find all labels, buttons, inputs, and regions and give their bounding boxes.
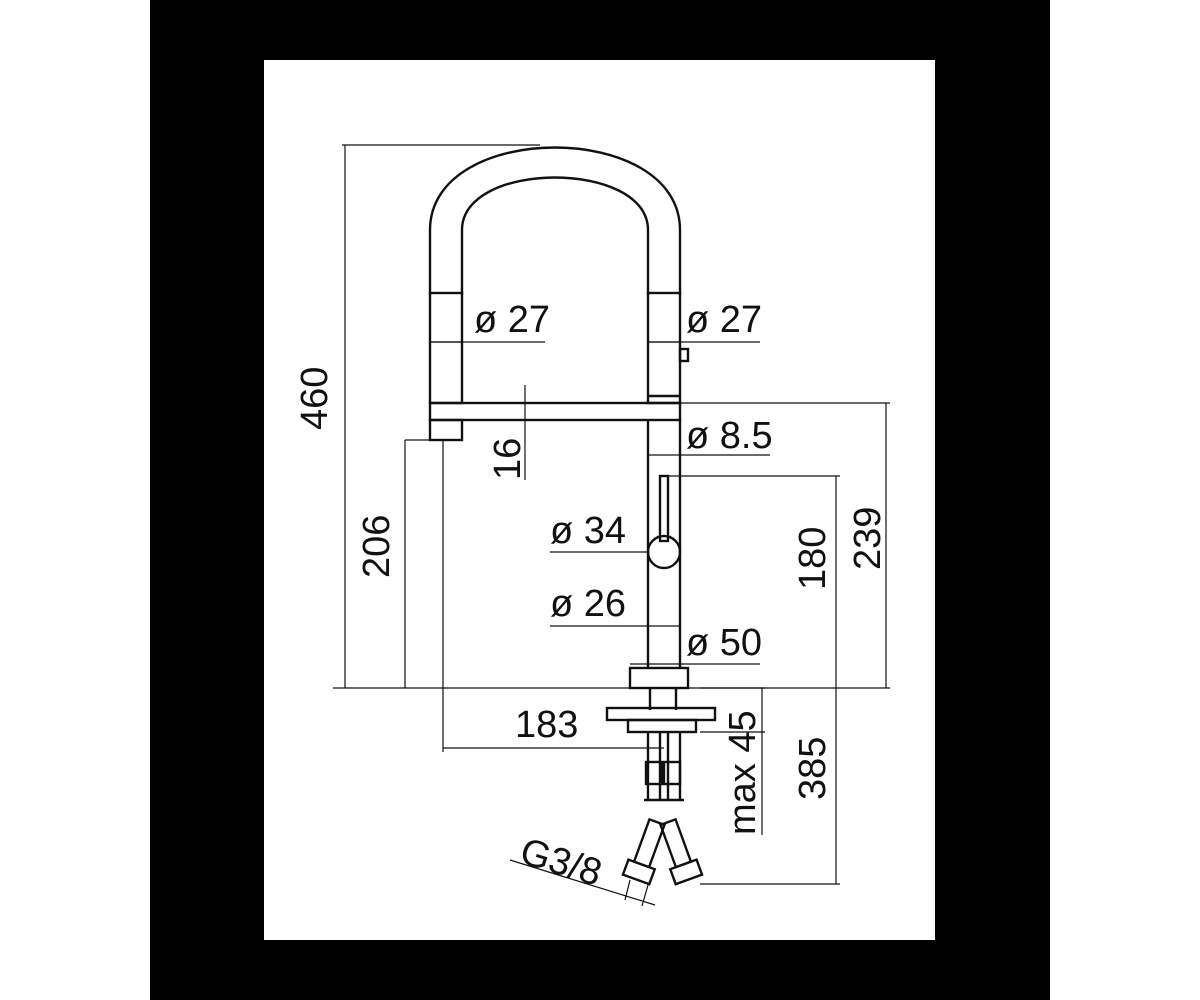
hose-fitting-left (644, 760, 664, 786)
label-d27-left: ø 27 (474, 299, 550, 341)
connector-left (621, 817, 667, 886)
faucet-outline (428, 146, 717, 886)
label-max45: max 45 (722, 710, 764, 835)
hose-arc-outer (428, 146, 682, 295)
label-d50: ø 50 (686, 622, 762, 664)
label-d34: ø 34 (550, 510, 626, 552)
bottom-black-border (150, 940, 1050, 1000)
connector-right (658, 817, 704, 886)
hose-arc-inner (460, 176, 650, 295)
label-spout-drop-16: 16 (487, 438, 529, 480)
spray-head-right (646, 291, 682, 405)
label-height-460: 460 (294, 367, 336, 430)
release-button (678, 347, 690, 363)
mounting-plate (605, 706, 717, 722)
mounting-nut (626, 718, 698, 734)
label-d27-right: ø 27 (686, 299, 762, 341)
label-385: 385 (792, 737, 834, 800)
spray-nozzle (428, 418, 464, 442)
spray-head-left (428, 291, 464, 405)
lever-handle (658, 474, 670, 543)
label-g3-8: G3/8 (515, 830, 606, 894)
dimension-lines (333, 144, 890, 907)
label-d26: ø 26 (550, 583, 626, 625)
label-183: 183 (515, 704, 578, 746)
spout-arm (428, 401, 682, 422)
top-black-border (150, 0, 1050, 60)
base-flange (628, 666, 690, 690)
label-206: 206 (356, 515, 398, 578)
hose-fitting-right (662, 760, 682, 786)
label-180: 180 (792, 527, 834, 590)
left-black-border (150, 0, 264, 1000)
label-d8-5: ø 8.5 (686, 415, 773, 457)
label-239: 239 (847, 507, 889, 570)
right-black-border (935, 0, 1050, 1000)
